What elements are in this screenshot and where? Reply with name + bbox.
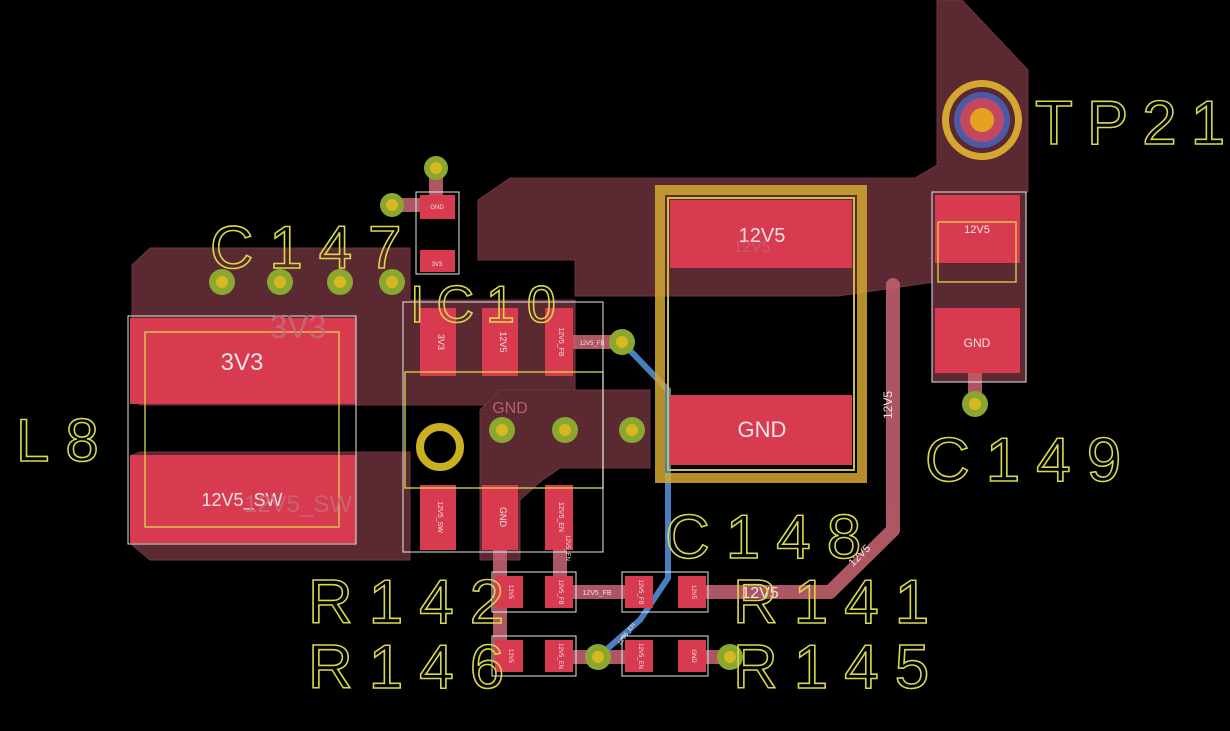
trace-label-ic-en: 12V5_EN bbox=[564, 535, 570, 561]
r146-courtyard bbox=[491, 635, 577, 677]
pad-label-ic-4: 12V5_SW bbox=[436, 501, 443, 533]
pad-label-r145-left: 12V5_EN bbox=[637, 643, 643, 669]
c147-courtyard bbox=[415, 191, 460, 275]
via bbox=[379, 269, 405, 295]
r142-pad-right bbox=[545, 576, 573, 608]
via bbox=[552, 417, 578, 443]
c148-body bbox=[667, 197, 855, 471]
via bbox=[267, 269, 293, 295]
r145-pad-left bbox=[625, 640, 653, 672]
trace-label-fb: 12V5_FB bbox=[582, 590, 612, 597]
pad-label-c149-12v5: 12V5 bbox=[964, 224, 990, 236]
pad-label-r146-right: 12V5_EN bbox=[557, 643, 563, 669]
c148-pad-12v5 bbox=[670, 200, 852, 268]
l8-courtyard bbox=[127, 315, 357, 545]
via bbox=[327, 269, 353, 295]
bottom-trace-fb bbox=[596, 339, 671, 660]
refdes-r141: R141 bbox=[733, 568, 945, 637]
r145-pad-right bbox=[678, 640, 706, 672]
pad-label-r142-left: 12V5 bbox=[507, 585, 513, 600]
ic10-pad-2 bbox=[482, 308, 518, 376]
refdes-ic10: IC10 bbox=[410, 276, 568, 334]
via bbox=[489, 417, 515, 443]
net-label-12v5-c148: 12V5 bbox=[733, 239, 770, 256]
pad-label-ic-2: 12V5 bbox=[498, 331, 508, 352]
r141-pad-right bbox=[678, 576, 706, 608]
net-label-12v5sw: 12V5_SW bbox=[244, 491, 352, 518]
pad-label-r145-right: GND bbox=[690, 649, 696, 663]
pad-label-r141-right: 12V5 bbox=[690, 585, 696, 600]
refdes-r145: R145 bbox=[733, 633, 945, 702]
c148-courtyard bbox=[655, 185, 867, 483]
pad-label-r146-left: 12V5 bbox=[507, 649, 513, 664]
l8-pad-12v5-sw bbox=[130, 455, 356, 543]
pad-label-c148-12v5: 12V5 bbox=[739, 225, 786, 247]
pad-label-ic-3: 12V5_FB bbox=[557, 327, 564, 357]
ic10-pad-1 bbox=[420, 308, 456, 376]
via bbox=[609, 329, 635, 355]
pad-label-r142-right: 12V5_FB bbox=[557, 579, 563, 604]
via-group bbox=[209, 156, 988, 670]
via bbox=[424, 156, 448, 180]
trace-12v5-route bbox=[688, 278, 900, 599]
c147-pad-top bbox=[420, 195, 455, 219]
r141-pad-left bbox=[625, 576, 653, 608]
pad-label-c148-gnd: GND bbox=[738, 417, 787, 442]
r145-courtyard bbox=[621, 635, 709, 677]
c148-pad-gnd bbox=[670, 395, 852, 465]
refdes-l8: L8 bbox=[16, 407, 115, 474]
pad-label-c147-bottom: 3V3 bbox=[432, 262, 443, 268]
trace-label-12v5-horiz: 12V5 bbox=[741, 585, 778, 602]
ic10-pad-5 bbox=[482, 485, 518, 550]
net-label-ic-gnd: GND bbox=[492, 400, 528, 417]
r146-pad-left bbox=[495, 640, 523, 672]
c149-pad-gnd bbox=[935, 308, 1020, 373]
pad-label-c149-gnd: GND bbox=[964, 336, 991, 350]
refdes-r142: R142 bbox=[308, 568, 520, 637]
ic10-pad-6 bbox=[545, 485, 573, 550]
via bbox=[962, 391, 988, 417]
via bbox=[209, 269, 235, 295]
refdes-tp21: TP21 bbox=[1035, 89, 1230, 158]
c149-courtyard bbox=[931, 191, 1027, 383]
pad-label-l8-12v5sw: 12V5_SW bbox=[201, 490, 282, 511]
pad-label-c147-top: GND bbox=[430, 205, 444, 211]
via bbox=[380, 193, 404, 217]
ic10-courtyard bbox=[402, 301, 604, 553]
copper-pour-gnd bbox=[479, 389, 651, 561]
ic10-pin1-marker bbox=[416, 423, 464, 471]
c147-pad-bottom bbox=[420, 250, 455, 272]
via bbox=[585, 644, 611, 670]
pad-label-l8-3v3: 3V3 bbox=[221, 349, 264, 376]
r142-pad-left bbox=[495, 576, 523, 608]
pad-label-ic-6: 12V5_EN bbox=[557, 502, 564, 532]
r146-pad-right bbox=[545, 640, 573, 672]
via bbox=[717, 644, 743, 670]
ic10-pad-4 bbox=[420, 485, 456, 550]
pad-label-ic-1: 3V3 bbox=[436, 334, 446, 350]
testpoint-tp21 bbox=[942, 80, 1022, 160]
r142-courtyard bbox=[491, 571, 577, 613]
pad-label-r141-left: 12V5_FB bbox=[637, 579, 643, 604]
refdes-c147: C147 bbox=[210, 214, 417, 281]
net-label-3v3: 3V3 bbox=[270, 309, 327, 345]
l8-outline bbox=[144, 331, 340, 528]
refdes-r146: R146 bbox=[308, 633, 520, 702]
pad-label-ic-5: GND bbox=[498, 507, 508, 528]
refdes-c148: C148 bbox=[665, 503, 877, 572]
ic10-pad-3 bbox=[545, 308, 573, 376]
refdes-c149: C149 bbox=[925, 426, 1137, 495]
r141-courtyard bbox=[621, 571, 709, 613]
c149-pad-12v5 bbox=[935, 195, 1020, 263]
via bbox=[619, 417, 645, 443]
trace-label-ic-fb: 12V5_FB bbox=[579, 341, 604, 347]
c149-outline bbox=[937, 221, 1017, 283]
trace-label-12v5-vertical: 12V5 bbox=[881, 391, 895, 419]
